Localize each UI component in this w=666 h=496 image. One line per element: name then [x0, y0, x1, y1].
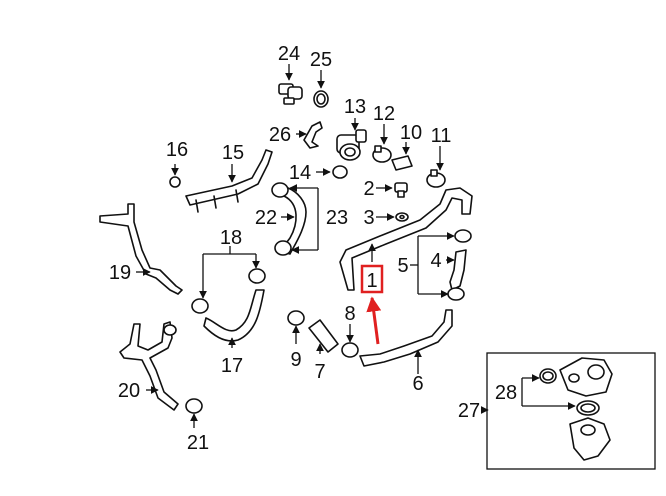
part-28-o-ring-lower: [576, 400, 600, 416]
part-25-o-ring: [313, 90, 329, 108]
part-13-housing: [336, 129, 367, 161]
callout-20[interactable]: 20: [118, 380, 140, 402]
part-20-pipe: [119, 321, 179, 411]
callout-18[interactable]: 18: [220, 227, 242, 249]
part-21-clamp: [185, 398, 203, 414]
red-pointer-arrow: [366, 296, 382, 345]
part-6-pipe: [359, 309, 453, 367]
part-9-clamp: [287, 310, 305, 326]
part-7-hose: [308, 319, 339, 353]
callout-2[interactable]: 2: [363, 178, 374, 200]
part-5-clamp-upper: [454, 229, 472, 243]
part-19-pipe: [99, 203, 183, 295]
callout-28[interactable]: 28: [495, 382, 517, 404]
callout-26[interactable]: 26: [269, 124, 291, 146]
callout-23[interactable]: 23: [326, 207, 348, 229]
callout-4[interactable]: 4: [430, 250, 441, 272]
callout-25[interactable]: 25: [310, 49, 332, 71]
part-3-washer: [395, 212, 409, 222]
callout-7[interactable]: 7: [314, 361, 325, 383]
callout-21[interactable]: 21: [187, 432, 209, 454]
callout-22[interactable]: 22: [255, 207, 277, 229]
callout-9[interactable]: 9: [290, 349, 301, 371]
leader-18-bracket: [199, 246, 260, 299]
part-11-clamp: [426, 169, 446, 188]
callout-15[interactable]: 15: [222, 142, 244, 164]
leader-28-bracket: [521, 374, 576, 410]
callout-12[interactable]: 12: [373, 103, 395, 125]
callout-10[interactable]: 10: [400, 122, 422, 144]
part-18-clamp-lower: [191, 298, 209, 314]
leader-23-bracket: [289, 184, 319, 254]
part-2-bolt: [394, 182, 408, 198]
callout-5[interactable]: 5: [397, 255, 408, 277]
callout-27[interactable]: 27: [458, 400, 480, 422]
highlight-box-part-1[interactable]: [360, 264, 384, 294]
leader-5-bracket: [410, 232, 455, 298]
part-10-hose: [391, 155, 413, 171]
inset-housing-lower: [569, 417, 611, 461]
part-4-hose: [449, 249, 467, 291]
part-24-sensor: [278, 83, 303, 105]
callout-11[interactable]: 11: [431, 125, 452, 147]
part-8-clamp: [341, 342, 359, 358]
callout-14[interactable]: 14: [289, 162, 311, 184]
callout-1[interactable]: 1: [366, 270, 377, 292]
part-26-clip: [303, 121, 323, 149]
callout-13[interactable]: 13: [344, 96, 366, 118]
part-18-clamp-upper: [248, 268, 266, 284]
part-16-ring: [169, 176, 181, 188]
part-5-clamp-lower: [447, 287, 465, 301]
callout-16[interactable]: 16: [166, 139, 188, 161]
callout-3[interactable]: 3: [363, 207, 374, 229]
callout-24[interactable]: 24: [278, 43, 300, 65]
callout-6[interactable]: 6: [412, 373, 423, 395]
part-23-hose-assembly: [271, 182, 307, 256]
part-15-pipe: [185, 149, 273, 213]
part-12-clamp: [372, 145, 392, 163]
part-1-pipe[interactable]: [339, 187, 473, 291]
part-14-o-ring: [332, 165, 348, 179]
callout-8[interactable]: 8: [344, 303, 355, 325]
callout-17[interactable]: 17: [221, 355, 243, 377]
callout-19[interactable]: 19: [109, 262, 131, 284]
inset-housing-upper: [559, 357, 613, 397]
part-28-o-ring-upper: [539, 368, 557, 384]
part-17-hose: [203, 289, 265, 342]
